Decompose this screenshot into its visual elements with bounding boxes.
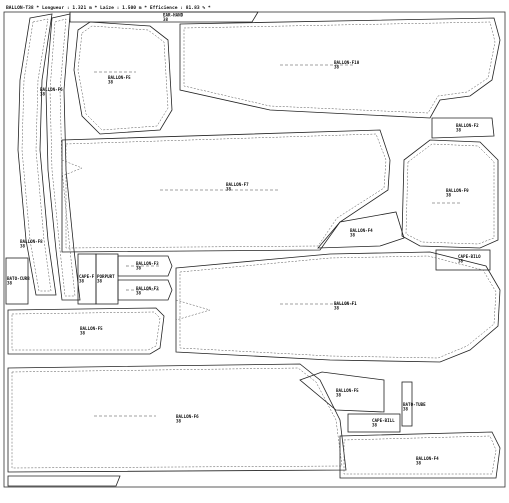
piece-cape-f[interactable]: CAPE-F 38 (77, 253, 97, 305)
svg-text:BALLON-F6: BALLON-F6 (176, 414, 199, 419)
piece-cape-bill[interactable]: CAPE-BILL 38 (347, 413, 401, 433)
svg-text:CAPE-BILO: CAPE-BILO (458, 254, 481, 259)
piece-f5-mid[interactable]: BALLON-F5 38 (7, 307, 165, 355)
piece-f7-bottom[interactable]: BALLON-F6 38 (7, 363, 347, 473)
fabric-frame (3, 11, 506, 488)
svg-text:38: 38 (334, 65, 340, 70)
piece-bato-curb[interactable]: BATO-CURB 38 (5, 257, 30, 305)
svg-text:38: 38 (79, 279, 85, 284)
svg-text:38: 38 (97, 279, 103, 284)
piece-f5-top[interactable]: BALLON-F5 38 (73, 21, 173, 135)
svg-text:BALLON-F3: BALLON-F3 (136, 286, 159, 291)
svg-text:BALLON-F6: BALLON-F6 (40, 87, 63, 92)
svg-text:BALLON-F5: BALLON-F5 (80, 326, 103, 331)
svg-text:38: 38 (40, 92, 46, 97)
piece-f6-slanted[interactable]: BALLON-F5 38 (299, 371, 385, 413)
svg-text:BALLON-F2: BALLON-F2 (456, 123, 479, 128)
svg-text:38: 38 (446, 193, 452, 198)
svg-text:BALLON-F3: BALLON-F3 (136, 261, 159, 266)
svg-text:BALLON-F8: BALLON-F8 (20, 239, 43, 244)
piece-f3-lower[interactable]: BALLON-F3 38 (117, 279, 173, 301)
svg-text:BALLON-F5: BALLON-F5 (108, 75, 131, 80)
piece-f3-upper[interactable]: BALLON-F3 38 (117, 255, 173, 277)
marker-info-text: BALLON-T38 * Longueur : 1.321 m * Laize … (6, 5, 211, 11)
piece-bottom-left-strip[interactable] (7, 475, 121, 487)
svg-text:BALLON-F10: BALLON-F10 (334, 60, 360, 65)
svg-text:PORPURT: PORPURT (97, 274, 115, 279)
svg-text:BATO-TUBE: BATO-TUBE (403, 402, 426, 407)
svg-text:38: 38 (80, 331, 86, 336)
svg-text:38: 38 (350, 233, 356, 238)
svg-text:38: 38 (136, 291, 142, 296)
piece-porpurt[interactable]: PORPURT 38 (95, 253, 119, 305)
svg-text:BALLON-F7: BALLON-F7 (226, 182, 249, 187)
svg-text:38: 38 (372, 423, 378, 428)
svg-text:BATO-CURB: BATO-CURB (7, 276, 30, 281)
svg-text:BALLON-F1: BALLON-F1 (334, 301, 357, 306)
piece-f7[interactable]: BALLON-F7 38 (61, 129, 391, 253)
svg-text:BALLON-F4: BALLON-F4 (350, 228, 373, 233)
svg-text:38: 38 (7, 281, 13, 286)
piece-f1[interactable]: BALLON-F1 38 (175, 251, 501, 363)
svg-text:BALLON-F4: BALLON-F4 (416, 456, 439, 461)
svg-text:38: 38 (458, 259, 464, 264)
svg-text:BALLON-F9: BALLON-F9 (446, 188, 469, 193)
svg-text:38: 38 (20, 244, 26, 249)
svg-text:38: 38 (226, 187, 232, 192)
svg-text:38: 38 (176, 419, 182, 424)
svg-text:38: 38 (416, 461, 422, 466)
svg-text:38: 38 (336, 393, 342, 398)
piece-f2[interactable]: BALLON-F2 38 (431, 117, 495, 139)
svg-text:CAPE-BILL: CAPE-BILL (372, 418, 395, 423)
svg-text:38: 38 (456, 128, 462, 133)
piece-f10[interactable]: BALLON-F10 38 (179, 17, 501, 119)
svg-text:38: 38 (334, 306, 340, 311)
svg-text:EAR-HAND: EAR-HAND (163, 13, 184, 18)
svg-text:38: 38 (136, 266, 142, 271)
piece-f6-left-strip[interactable]: BALLON-F6 38 (17, 13, 63, 296)
svg-text:38: 38 (108, 80, 114, 85)
piece-bato-tube[interactable]: BATO-TUBE 38 (401, 381, 426, 427)
piece-cape-bilo[interactable]: CAPE-BILO 38 (435, 249, 491, 271)
piece-f8-curved-strip[interactable]: BALLON-F8 38 (20, 13, 81, 301)
svg-text:38: 38 (403, 407, 409, 412)
piece-ear-hand[interactable]: EAR-HAND 38 (69, 11, 259, 23)
svg-text:CAPE-F: CAPE-F (79, 274, 95, 279)
piece-f8-right-blob[interactable]: BALLON-F9 38 (401, 139, 499, 249)
piece-f4[interactable]: BALLON-F4 38 (317, 211, 405, 249)
svg-text:38: 38 (163, 17, 169, 22)
svg-text:BALLON-F5: BALLON-F5 (336, 388, 359, 393)
piece-f4-bottom[interactable]: BALLON-F4 38 (339, 431, 501, 479)
